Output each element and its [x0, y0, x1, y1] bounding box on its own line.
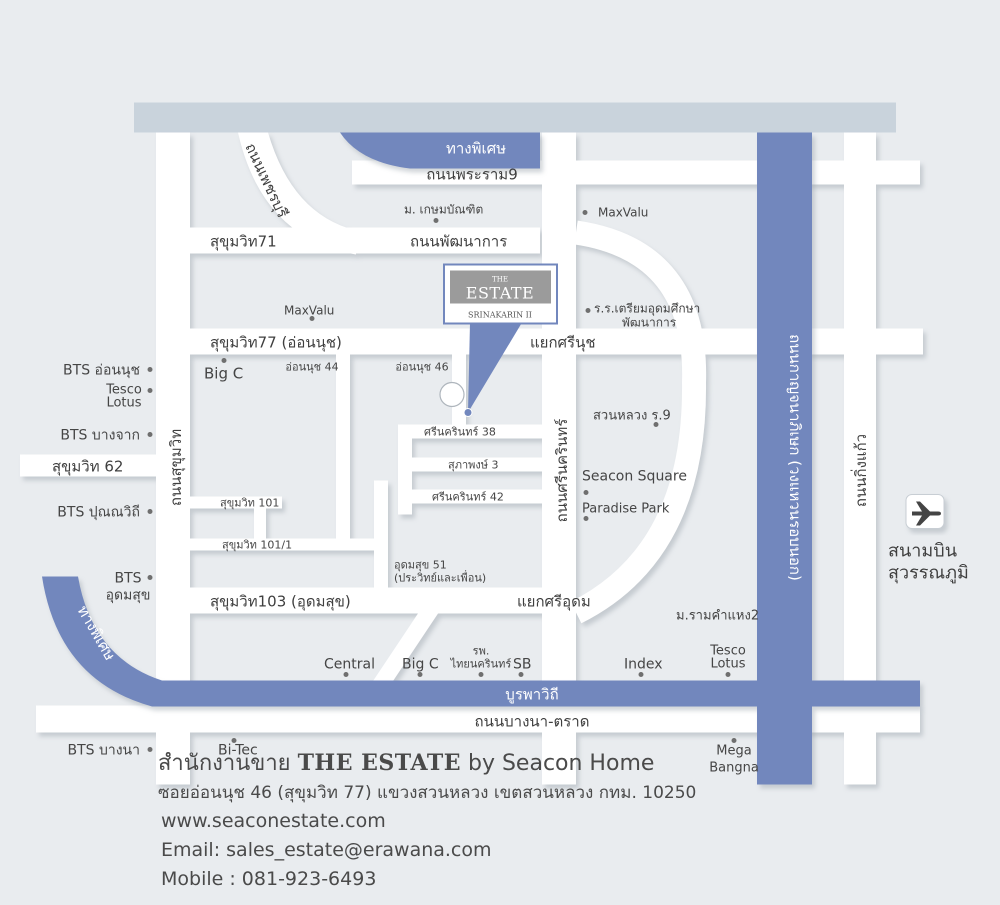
poi-dot-bitec	[231, 738, 237, 743]
poi-bts-bangna: BTS บางนา	[67, 743, 140, 759]
expressway-network	[42, 132, 920, 785]
label-sriudom-junction: แยกศรีอุดม	[517, 593, 591, 612]
office-label: สำนักงานขาย	[158, 751, 291, 776]
label-rama9: ถนนพระราม9	[426, 166, 518, 184]
logo-the: THE	[492, 276, 508, 284]
poi-index: Index	[624, 657, 663, 673]
poi-dot-maxvalu-1	[582, 210, 588, 215]
label-sukhumvit-101: สุขุมวิท 101	[220, 497, 279, 510]
poi-dot-kasem-bundit	[433, 218, 439, 223]
project-location: THE ESTATE SRINAKARIN II	[439, 263, 558, 417]
poi-dot-bts-punnawithi	[147, 509, 153, 514]
roundabout	[439, 381, 465, 408]
poi-maxvalu-1: MaxValu	[598, 206, 648, 220]
label-suphaphong-3: สุภาพงษ์ 3	[448, 459, 499, 472]
poi-central: Central	[324, 657, 375, 673]
poi-airport: สนามบินสุวรรณภูมิ	[888, 541, 969, 584]
label-expressway-top: ทางพิเศษ	[446, 140, 506, 158]
poi-seacon-square: Seacon Square	[582, 469, 687, 485]
label-srinakarin-road: ถนนศรีนครินทร์	[553, 419, 571, 523]
poi-sb: SB	[513, 657, 532, 673]
top-band	[134, 102, 896, 133]
poi-dot-mega	[731, 738, 737, 743]
poi-dot-bigc-1	[221, 358, 227, 363]
brand-name: THE ESTATE	[297, 750, 461, 776]
poi-dot-hospital	[478, 672, 484, 677]
poi-hospital: รพ.ไทยนครินทร์	[450, 645, 512, 671]
label-motorway: ถนนกาญจนาภิเษก (วงแหวนรอบนอก)	[786, 334, 804, 581]
brand-by: by Seacon Home	[467, 751, 655, 776]
label-phatthanakan: ถนนพัฒนาการ	[410, 233, 507, 251]
poi-maxvalu-2: MaxValu	[284, 304, 334, 318]
label-burapha-withi: บูรพาวิถี	[505, 686, 558, 704]
label-bangna-trat: ถนนบางนา-ตราด	[475, 713, 590, 731]
office-title: สำนักงานขาย THE ESTATE by Seacon Home	[158, 748, 938, 779]
poi-dot-school	[585, 308, 591, 313]
label-udomsuk-51: อุดมสุข 51(ประวิทย์และเพื่อน)	[394, 559, 486, 585]
poi-bigc-2: Big C	[402, 657, 439, 673]
poi-dot-bigc-2	[417, 672, 423, 677]
poi-dot-bts-bangna	[147, 747, 153, 752]
poi-dot-bts-on-nut	[147, 367, 153, 372]
poi-dot-tesco-2	[725, 672, 731, 677]
label-sukhumvit62: สุขุมวิท 62	[52, 458, 123, 477]
label-srinakarin-38: ศรีนครินทร์ 38	[424, 426, 496, 439]
poi-dot-paradise	[583, 516, 589, 521]
poi-bts-on-nut: BTS อ่อนนุช	[63, 363, 140, 379]
logo-estate: ESTATE	[466, 284, 534, 303]
website-link[interactable]: www.seaconestate.com	[161, 810, 386, 832]
poi-dot-suan-luang	[653, 422, 659, 427]
poi-dot-sb	[518, 672, 524, 677]
poi-suan-luang: สวนหลวง ร.9	[593, 409, 671, 424]
label-king-kaeo: ถนนกิ่งแก้ว	[850, 434, 870, 507]
poi-dot-bts-bang-chak	[147, 432, 153, 437]
poi-ramkhamhaeng2: ม.รามคำแหง2	[676, 609, 759, 624]
poi-dot-tesco-1	[147, 388, 153, 393]
poi-bigc-1: Big C	[204, 365, 243, 383]
poi-kasem-bundit: ม. เกษมบัณฑิต	[404, 203, 483, 217]
label-on-nut-44: อ่อนนุช 44	[285, 361, 338, 374]
office-address: ซอยอ่อนนุช 46 (สุขุมวิท 77) แขวงสวนหลวง …	[158, 783, 697, 803]
email-link[interactable]: Email: sales_estate@erawana.com	[161, 839, 492, 861]
mobile-number[interactable]: Mobile : 081-923-6493	[161, 868, 377, 890]
poi-bitec: Bi-Tec	[218, 743, 258, 759]
logo-srinakarin: SRINAKARIN II	[468, 311, 532, 320]
poi-paradise-park: Paradise Park	[582, 502, 670, 517]
airport-marker: สนามบินสุวรรณภูมิ	[888, 494, 969, 584]
poi-school: ร.ร.เตรียมอุดมศึกษาพัฒนาการ	[594, 302, 700, 330]
callout-pointer	[468, 322, 522, 413]
label-sukhumvit-101-1: สุขุมวิท 101/1	[222, 539, 292, 552]
contact-footer: สำนักงานขาย THE ESTATE by Seacon Home ซอ…	[158, 748, 938, 894]
poi-dot-bts-udomsuk	[147, 575, 153, 580]
poi-bts-punnawithi: BTS ปุณณวิถี	[57, 505, 140, 521]
poi-dots	[147, 210, 737, 752]
label-sukhumvit-road: ถนนสุขุมวิท	[167, 429, 186, 506]
poi-dot-index	[638, 672, 644, 677]
poi-dot-maxvalu-2	[309, 316, 315, 321]
poi-dot-seacon	[583, 490, 589, 495]
poi-labels: ม. เกษมบัณฑิต MaxValu MaxValu ร.ร.เตรียม…	[57, 203, 759, 776]
label-on-nut-46: อ่อนนุช 46	[395, 361, 448, 374]
label-srinakarin-42: ศรีนครินทร์ 42	[432, 491, 504, 504]
poi-bts-bang-chak: BTS บางจาก	[60, 428, 140, 444]
location-pin-icon	[463, 408, 473, 417]
label-sukhumvit71: สุขุมวิท71	[210, 233, 277, 252]
poi-dot-central	[343, 672, 349, 677]
label-sukhumvit77: สุขุมวิท77 (อ่อนนุช)	[210, 334, 342, 353]
label-sukhumvit103: สุขุมวิท103 (อุดมสุข)	[210, 593, 351, 612]
label-srinut-junction: แยกศรีนุช	[530, 334, 596, 353]
